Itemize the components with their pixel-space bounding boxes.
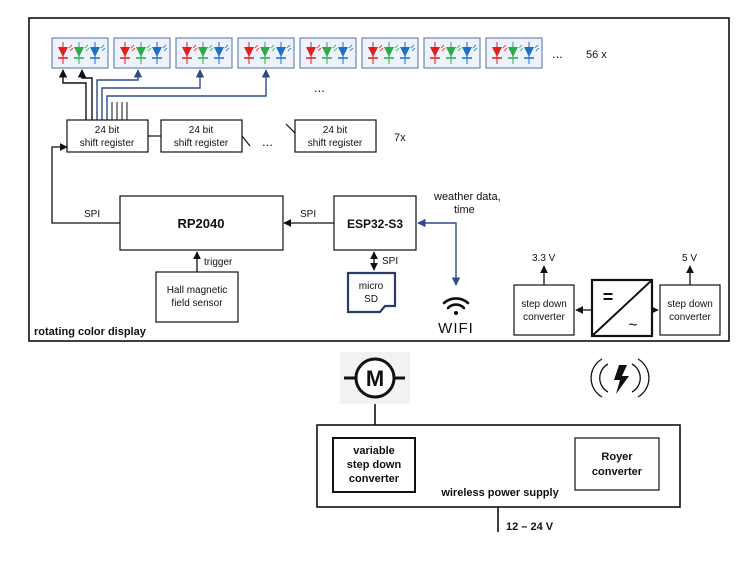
spi-sd-label: SPI: [382, 256, 398, 267]
rotating-display-label: rotating color display: [34, 326, 147, 338]
led-module: [423, 37, 481, 69]
spi-middle-label: SPI: [300, 209, 316, 220]
motor-icon: M: [340, 352, 410, 404]
microsd-line1: micro: [359, 281, 384, 292]
stepdown-left-line1: step down: [521, 299, 567, 310]
shift-register-1-line1: 24 bit: [95, 125, 120, 136]
shift-register-ellipsis: ...: [262, 134, 273, 149]
register-to-led-lines: [58, 69, 271, 120]
wifi-icon: [442, 297, 470, 315]
wireless-supply-label: wireless power supply: [440, 487, 559, 499]
esp32-block: ESP32-S3: [333, 195, 417, 251]
chain-line-2: [241, 135, 251, 147]
stepdown-right-line2: converter: [669, 312, 711, 323]
hall-sensor-line2: field sensor: [171, 298, 223, 309]
dcdc-dc-symbol: =: [603, 287, 614, 307]
microsd-card: micro SD: [346, 271, 397, 314]
variable-stepdown-line2: step down: [347, 459, 402, 471]
dcdc-ac-symbol: ~: [628, 317, 637, 334]
shift-register-2-line2: shift register: [174, 138, 229, 149]
stepdown-left-block: step down converter: [513, 284, 575, 336]
shift-register-last-line2: shift register: [308, 138, 363, 149]
led-module: [51, 37, 109, 69]
v5-label: 5 V: [682, 253, 697, 264]
shift-register-2-line1: 24 bit: [189, 125, 214, 136]
shift-register-last-line1: 24 bit: [323, 125, 348, 136]
led-module: [237, 37, 295, 69]
royer-line1: Royer: [601, 451, 633, 463]
stepdown-right-line1: step down: [667, 299, 713, 310]
led-count-label: 56 x: [586, 49, 607, 61]
variable-stepdown-block: variable step down converter: [332, 437, 416, 493]
hall-sensor-line1: Hall magnetic: [167, 285, 228, 296]
led-module-ellipsis: ...: [552, 46, 563, 61]
esp32-label: ESP32-S3: [347, 217, 403, 231]
spi-left-label: SPI: [84, 209, 100, 220]
spi-link-rp2040-register: [51, 143, 120, 224]
shift-register-1: 24 bit shift register: [66, 119, 149, 153]
chain-line-3: [285, 123, 296, 134]
microsd-line2: SD: [364, 294, 378, 305]
v33-label: 3.3 V: [532, 253, 556, 264]
led-module: [299, 37, 357, 69]
rp2040-label: RP2040: [178, 216, 225, 231]
shift-register-2: 24 bit shift register: [160, 119, 243, 153]
stepdown-left-line2: converter: [523, 312, 565, 323]
shift-register-count: 7x: [394, 132, 406, 144]
led-module: [485, 37, 543, 69]
stepdown-right-block: step down converter: [659, 284, 721, 336]
led-module-row: [51, 37, 543, 69]
variable-stepdown-line3: converter: [349, 473, 400, 485]
led-module: [175, 37, 233, 69]
royer-converter-block: Royer converter: [574, 437, 660, 491]
wifi-link: [417, 218, 461, 286]
trigger-label: trigger: [204, 257, 233, 268]
led-module: [113, 37, 171, 69]
wifi-label: WIFI: [438, 320, 474, 337]
led-line-ellipsis: ...: [314, 80, 325, 95]
wireless-power-icon: [590, 358, 650, 398]
royer-line2: converter: [592, 466, 643, 478]
led-module: [361, 37, 419, 69]
shift-register-last: 24 bit shift register: [294, 119, 377, 153]
dcdc-converter-icon: = ~: [590, 278, 654, 338]
shift-register-1-line2: shift register: [80, 138, 135, 149]
weather-label-line2: time: [454, 204, 475, 216]
input-voltage-label: 12 – 24 V: [506, 521, 554, 533]
rp2040-block: RP2040: [119, 195, 284, 251]
hall-sensor-block: Hall magnetic field sensor: [155, 271, 239, 323]
variable-stepdown-line1: variable: [353, 445, 395, 457]
weather-label-line1: weather data,: [433, 191, 501, 203]
motor-label: M: [366, 366, 384, 391]
rotating-display-frame: [28, 17, 730, 342]
